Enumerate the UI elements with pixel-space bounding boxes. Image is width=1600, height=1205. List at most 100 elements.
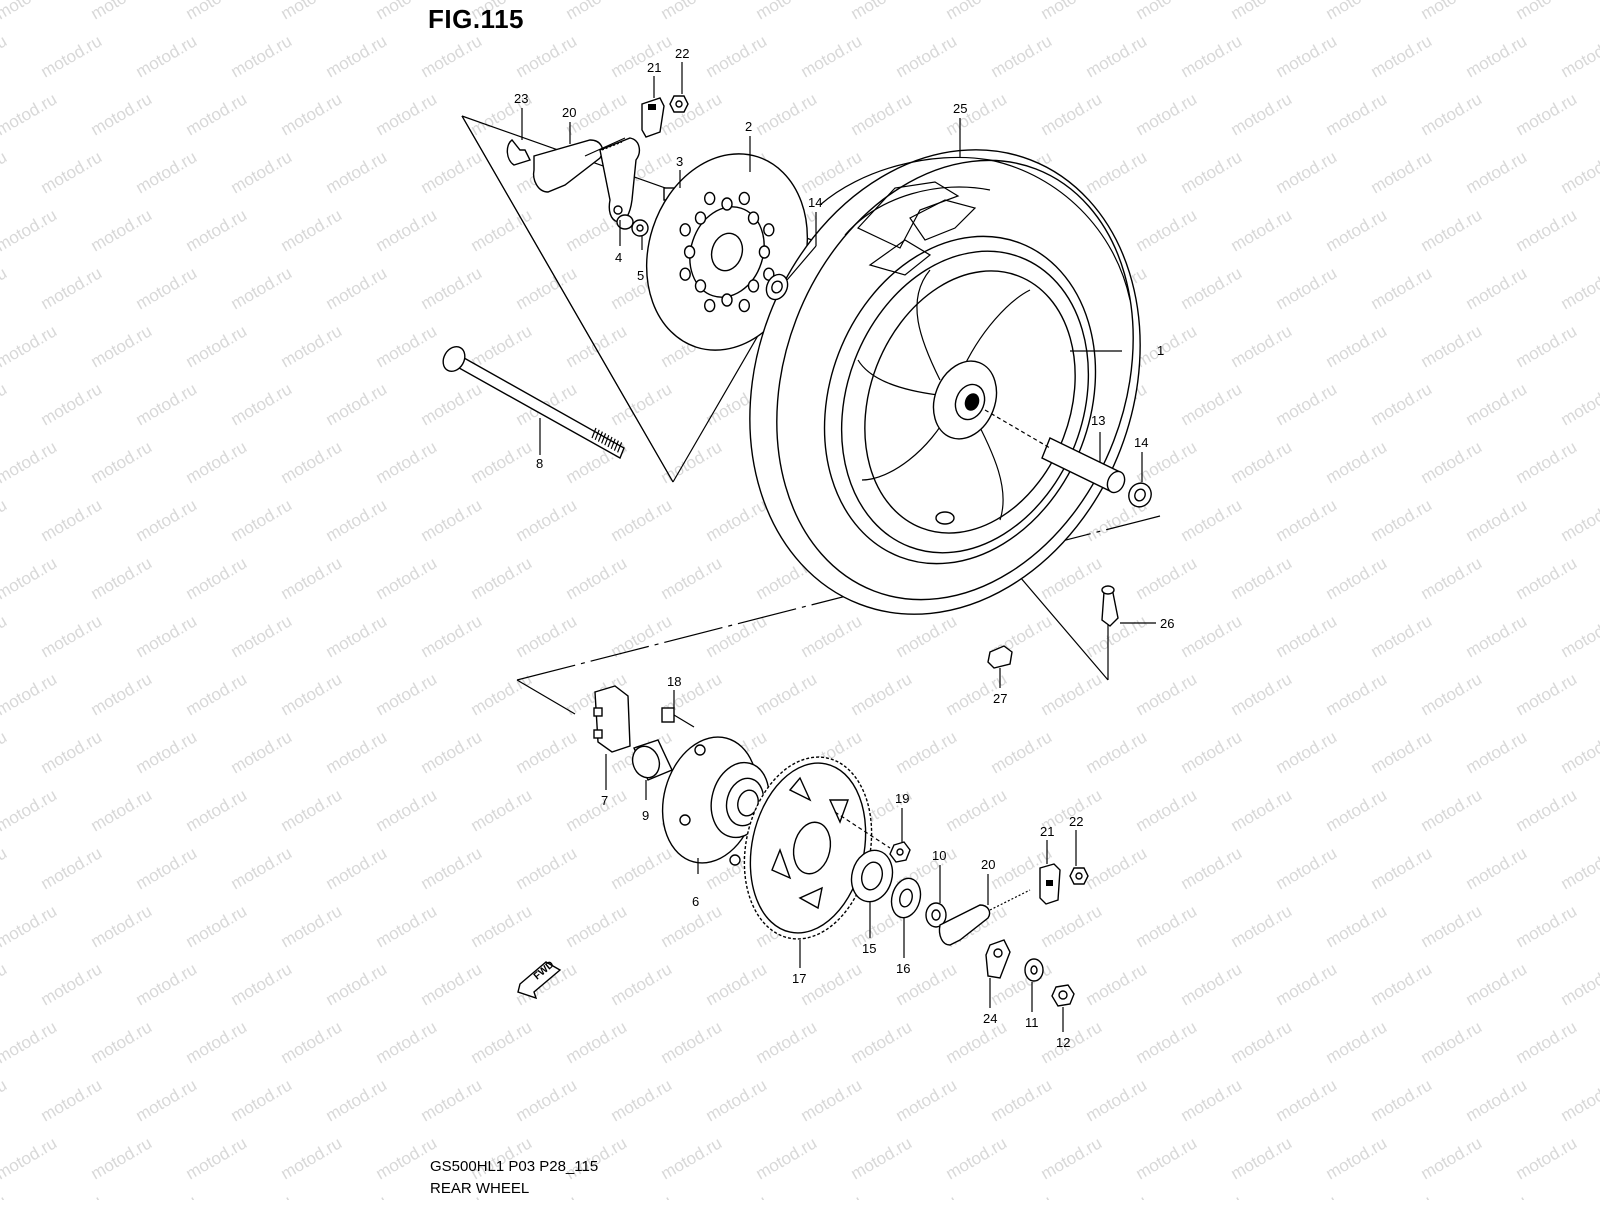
watermark-text: motod.ru xyxy=(133,727,201,777)
watermark-text: motod.ru xyxy=(1463,263,1531,313)
callout-14-right: 14 xyxy=(1134,435,1148,450)
watermark-text: motod.ru xyxy=(1368,727,1436,777)
nut-5 xyxy=(632,220,648,236)
disc-hole xyxy=(739,300,749,312)
watermark-text: motod.ru xyxy=(943,785,1011,835)
watermark-text: motod.ru xyxy=(88,321,156,371)
watermark-text: motod.ru xyxy=(1323,89,1391,139)
watermark-text: motod.ru xyxy=(1368,263,1436,313)
watermark-text: motod.ru xyxy=(798,147,866,197)
watermark-text: motod.ru xyxy=(703,495,771,545)
watermark-text: motod.ru xyxy=(373,669,441,719)
callout-22-lower: 22 xyxy=(1069,814,1083,829)
watermark-text: motod.ru xyxy=(1558,263,1600,313)
watermark-text: motod.ru xyxy=(323,611,391,661)
watermark-text: motod.ru xyxy=(798,1075,866,1125)
watermark-text: motod.ru xyxy=(893,1191,961,1200)
watermark-text: motod.ru xyxy=(1513,205,1581,255)
watermark-text: motod.ru xyxy=(1558,147,1600,197)
watermark-text: motod.ru xyxy=(1178,31,1246,81)
watermark-text: motod.ru xyxy=(1368,959,1436,1009)
watermark-text: motod.ru xyxy=(418,611,486,661)
callout-18: 18 xyxy=(667,674,681,689)
watermark-text: motod.ru xyxy=(323,31,391,81)
watermark-text: motod.ru xyxy=(1273,495,1341,545)
watermark-text: motod.ru xyxy=(1368,843,1436,893)
watermark-text: motod.ru xyxy=(1273,379,1341,429)
watermark-text: motod.ru xyxy=(1083,959,1151,1009)
watermark-text: motod.ru xyxy=(183,205,251,255)
watermark-text: motod.ru xyxy=(1083,1191,1151,1200)
watermark-text: motod.ru xyxy=(703,959,771,1009)
watermark-text: motod.ru xyxy=(0,843,10,893)
watermark-text: motod.ru xyxy=(0,147,10,197)
watermark-text: motod.ru xyxy=(1513,785,1581,835)
watermark-text: motod.ru xyxy=(1178,1191,1246,1200)
watermark-text: motod.ru xyxy=(1323,1017,1391,1067)
watermark-text: motod.ru xyxy=(608,495,676,545)
watermark-text: motod.ru xyxy=(1368,495,1436,545)
watermark-text: motod.ru xyxy=(988,1191,1056,1200)
callout-6: 6 xyxy=(692,894,699,909)
watermark-text: motod.ru xyxy=(228,843,296,893)
watermark-text: motod.ru xyxy=(893,1075,961,1125)
watermark-text: motod.ru xyxy=(88,205,156,255)
watermark-text: motod.ru xyxy=(1323,1133,1391,1183)
watermark-text: motod.ru xyxy=(1228,1017,1296,1067)
watermark-text: motod.ru xyxy=(1083,31,1151,81)
watermark-text: motod.ru xyxy=(323,727,391,777)
disc-hole xyxy=(764,224,774,236)
watermark-text: motod.ru xyxy=(658,1133,726,1183)
watermark-text: motod.ru xyxy=(1228,89,1296,139)
watermark-text: motod.ru xyxy=(183,1017,251,1067)
watermark-text: motod.ru xyxy=(88,1133,156,1183)
watermark-text: motod.ru xyxy=(513,495,581,545)
watermark-text: motod.ru xyxy=(1083,727,1151,777)
watermark-text: motod.ru xyxy=(1323,321,1391,371)
watermark-text: motod.ru xyxy=(418,1075,486,1125)
watermark-text: motod.ru xyxy=(418,147,486,197)
callout-10: 10 xyxy=(932,848,946,863)
callout-25: 25 xyxy=(953,101,967,116)
watermark-text: motod.ru xyxy=(323,843,391,893)
watermark-text: motod.ru xyxy=(798,31,866,81)
watermark-text: motod.ru xyxy=(1323,553,1391,603)
watermark-text: motod.ru xyxy=(0,901,60,951)
watermark-text: motod.ru xyxy=(183,669,251,719)
callout-27: 27 xyxy=(993,691,1007,706)
watermark-text: motod.ru xyxy=(323,1075,391,1125)
nut-12 xyxy=(1052,985,1074,1006)
watermark-text: motod.ru xyxy=(228,495,296,545)
watermark-text: motod.ru xyxy=(608,1075,676,1125)
watermark-text: motod.ru xyxy=(703,31,771,81)
watermark-text: motod.ru xyxy=(0,321,60,371)
watermark-text: motod.ru xyxy=(323,1191,391,1200)
watermark-text: motod.ru xyxy=(848,89,916,139)
watermark-text: motod.ru xyxy=(0,1075,10,1125)
watermark-text: motod.ru xyxy=(468,901,536,951)
watermark-text: motod.ru xyxy=(38,843,106,893)
watermark-text: motod.ru xyxy=(798,1191,866,1200)
watermark-text: motod.ru xyxy=(183,0,251,23)
disc-hole xyxy=(739,192,749,204)
disc-hole xyxy=(705,300,715,312)
watermark-text: motod.ru xyxy=(703,1191,771,1200)
watermark-text: motod.ru xyxy=(753,89,821,139)
disc-hole xyxy=(722,294,732,306)
watermark-text: motod.ru xyxy=(1558,1191,1600,1200)
watermark-text: motod.ru xyxy=(278,321,346,371)
watermark-text: motod.ru xyxy=(133,495,201,545)
watermark-text: motod.ru xyxy=(0,1017,60,1067)
watermark-text: motod.ru xyxy=(1463,959,1531,1009)
watermark-text: motod.ru xyxy=(563,1017,631,1067)
watermark-text: motod.ru xyxy=(373,1017,441,1067)
nut-19 xyxy=(890,842,910,862)
callout-24: 24 xyxy=(983,1011,997,1026)
watermark-text: motod.ru xyxy=(1178,263,1246,313)
watermark-text: motod.ru xyxy=(943,0,1011,23)
watermark-text: motod.ru xyxy=(563,0,631,23)
watermark-text: motod.ru xyxy=(1558,495,1600,545)
watermark-text: motod.ru xyxy=(1463,1191,1531,1200)
watermark-text: motod.ru xyxy=(513,1075,581,1125)
